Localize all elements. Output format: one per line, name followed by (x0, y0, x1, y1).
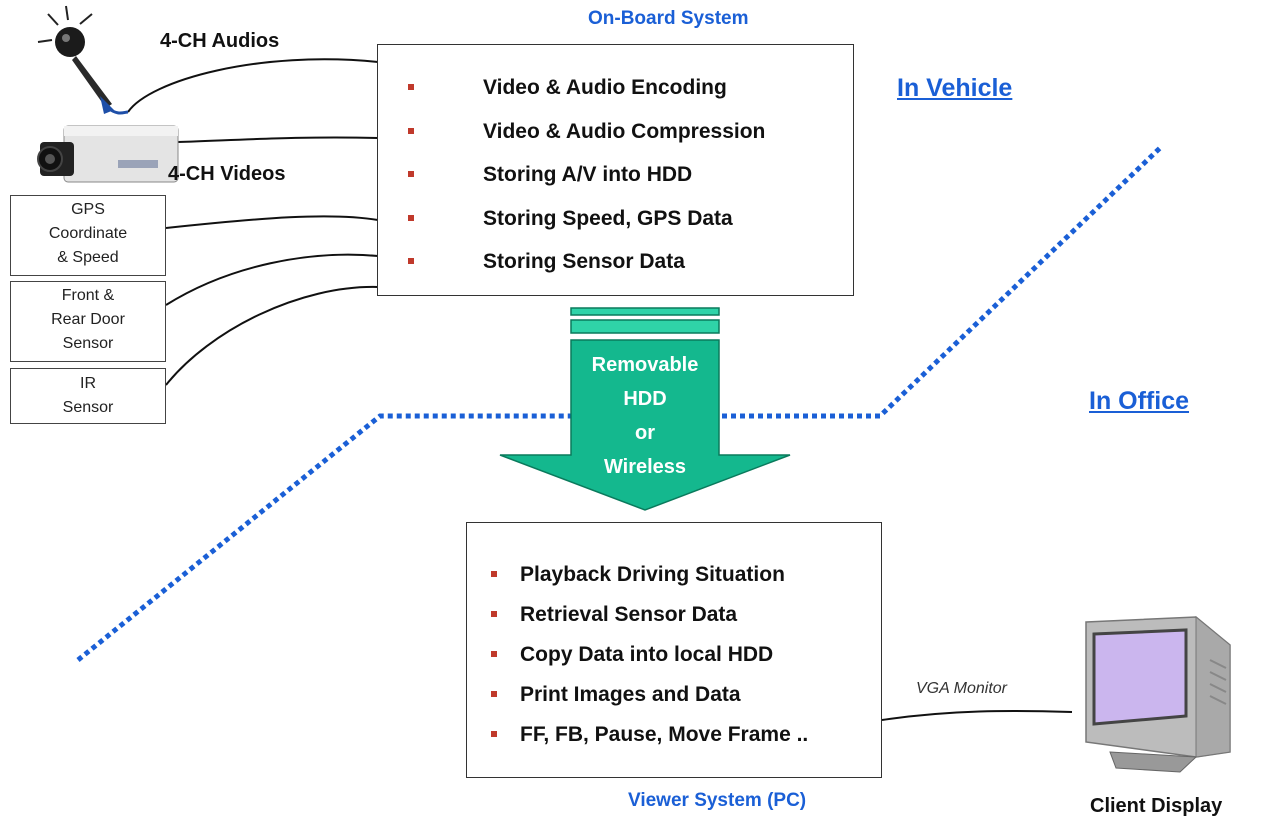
gps-sensor-box: GPS Coordinate & Speed (10, 195, 166, 276)
onboard-item: Video & Audio Encoding (405, 77, 765, 121)
viewer-item: Retrieval Sensor Data (488, 604, 808, 644)
ir-cable (165, 285, 379, 386)
transfer-line: Wireless (603, 456, 687, 478)
viewer-system-box (466, 522, 882, 778)
onboard-function-list: Video & Audio Encoding Video & Audio Com… (405, 77, 765, 295)
audio-input-label: 4-CH Audios (160, 30, 280, 52)
gps-label-line: Coordinate (48, 225, 128, 242)
gps-cable (165, 215, 379, 229)
viewer-item: FF, FB, Pause, Move Frame .. (488, 724, 808, 764)
transfer-label: Removable HDD or Wireless (560, 348, 730, 484)
ir-sensor-box: IR Sensor (10, 368, 166, 424)
gps-label-line: & Speed (57, 249, 119, 266)
client-display-label: Client Display (1090, 795, 1223, 817)
gps-label-line: GPS (71, 201, 105, 218)
onboard-title: On-Board System (588, 8, 749, 29)
door-sensor-box: Front & Rear Door Sensor (10, 281, 166, 362)
viewer-item: Playback Driving Situation (488, 564, 808, 604)
video-cable (177, 136, 379, 143)
hdd-platter-top (570, 307, 720, 316)
microphone-icon (37, 5, 129, 115)
zone-label-vehicle: In Vehicle (897, 74, 1013, 102)
viewer-item: Copy Data into local HDD (488, 644, 808, 684)
viewer-item: Print Images and Data (488, 684, 808, 724)
door-label-line: Sensor (62, 335, 114, 352)
monitor-icon (1085, 615, 1231, 773)
onboard-item: Storing Sensor Data (405, 251, 765, 295)
door-label-line: Front & (61, 287, 115, 304)
door-cable (165, 253, 379, 306)
onboard-item: Storing A/V into HDD (405, 164, 765, 208)
onboard-system-box (377, 44, 854, 296)
transfer-line: Removable (591, 354, 699, 376)
hdd-platter-bottom (570, 319, 720, 334)
transfer-line: HDD (623, 388, 667, 410)
vga-cable (881, 709, 1073, 721)
onboard-item: Video & Audio Compression (405, 121, 765, 165)
ir-label-line: Sensor (62, 399, 114, 416)
onboard-item: Storing Speed, GPS Data (405, 208, 765, 252)
vga-connection-label: VGA Monitor (916, 680, 1007, 697)
audio-cable (127, 58, 379, 113)
zone-boundary-line-right (722, 146, 1162, 419)
zone-boundary-line (76, 413, 575, 662)
zone-label-office: In Office (1089, 387, 1190, 415)
ir-label-line: IR (80, 375, 96, 392)
door-label-line: Rear Door (51, 311, 125, 328)
viewer-function-list: Playback Driving Situation Retrieval Sen… (488, 564, 808, 764)
camera-icon (37, 125, 179, 183)
transfer-line: or (635, 422, 655, 444)
viewer-title: Viewer System (PC) (628, 790, 807, 811)
video-input-label: 4-CH Videos (168, 163, 286, 185)
transfer-arrow (499, 339, 791, 511)
